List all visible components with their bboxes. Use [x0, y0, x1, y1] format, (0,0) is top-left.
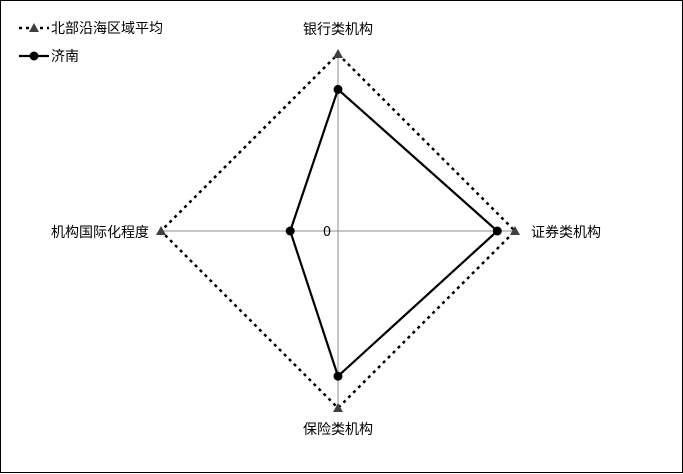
- legend-marker-0: [29, 23, 39, 32]
- series-1-point-2: [333, 371, 343, 381]
- series-0-point-1: [510, 226, 520, 235]
- center-tick-label: 0: [323, 225, 331, 240]
- series-line-0: [159, 52, 517, 410]
- series-0-point-2: [333, 403, 343, 412]
- legend-label-1: 济南: [51, 49, 79, 65]
- axis-label-0: 银行类机构: [303, 22, 373, 38]
- series-1-point-3: [285, 226, 295, 236]
- axes-layer: [161, 54, 515, 408]
- series-line-1: [289, 87, 499, 379]
- series-0-point-0: [333, 49, 343, 58]
- axis-label-1: 证券类机构: [531, 225, 601, 241]
- legend-label-0: 北部沿海区域平均: [51, 21, 163, 37]
- axis-label-2: 保险类机构: [303, 422, 373, 438]
- series-1-point-1: [492, 226, 502, 236]
- legend-marker-1: [29, 51, 39, 61]
- axis-label-3: 机构国际化程度: [51, 225, 149, 241]
- series-layer: [156, 49, 520, 412]
- series-0-point-3: [156, 226, 166, 235]
- series-1-point-0: [333, 84, 343, 94]
